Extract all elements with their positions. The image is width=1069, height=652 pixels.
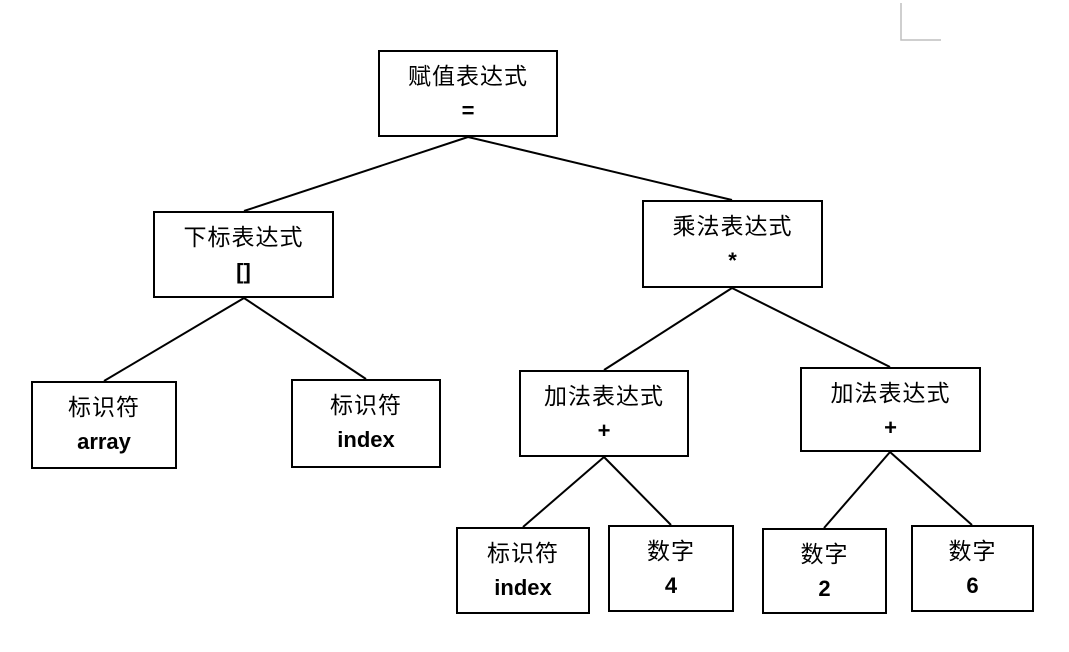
node-label: 标识符 [487,541,559,567]
tree-node-identifier-index-left: 标识符 index [291,379,441,468]
node-label: 标识符 [330,393,402,419]
node-value: 6 [966,573,979,598]
tree-node-add-expression-left: 加法表达式 + [519,370,689,457]
tree-node-add-expression-right: 加法表达式 + [800,367,981,452]
tree-node-subscript-expression: 下标表达式 [] [153,211,334,298]
node-label: 数字 [647,539,695,565]
node-value: + [597,418,611,443]
node-label: 乘法表达式 [672,214,793,240]
node-value: [] [236,259,251,284]
tree-node-identifier-index-bottom: 标识符 index [456,527,590,614]
node-label: 标识符 [68,395,140,421]
node-label: 数字 [800,542,849,568]
node-label: 数字 [948,539,997,565]
node-label: 赋值表达式 [408,64,528,90]
tree-node-identifier-array: 标识符 array [31,381,177,469]
node-value: index [494,575,552,600]
node-value: 4 [664,573,678,598]
node-value: 2 [818,576,831,601]
tree-node-number-6: 数字 6 [911,525,1034,612]
tree-node-assign-expression: 赋值表达式 = [378,50,558,137]
node-value: array [77,429,131,454]
tree-node-number-4: 数字 4 [608,525,734,612]
node-value: + [884,415,897,440]
node-value: * [728,248,737,273]
node-label: 加法表达式 [544,384,664,410]
node-value: = [461,98,475,123]
node-label: 加法表达式 [830,381,951,407]
node-label: 下标表达式 [183,225,304,251]
tree-node-number-2: 数字 2 [762,528,887,614]
tree-node-multiply-expression: 乘法表达式 * [642,200,823,288]
node-value: index [337,427,395,452]
